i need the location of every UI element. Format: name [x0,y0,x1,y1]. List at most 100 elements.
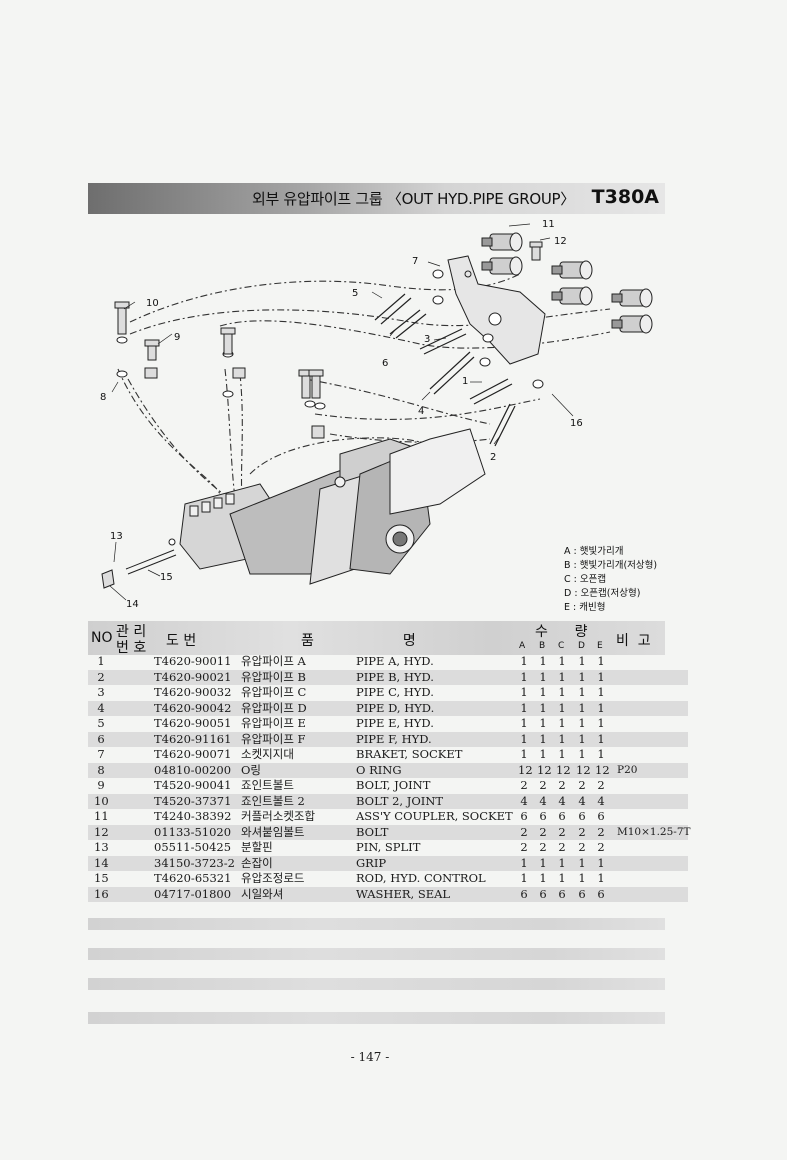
qty-a: 1 [520,700,528,715]
qty-c: 1 [558,700,566,715]
blank-row-stripe [88,918,665,930]
part-name-korean: 커플러소켓조합 [241,809,316,823]
callout-15: 15 [160,572,173,583]
qty-c: 6 [558,809,566,823]
part-name-english: PIPE C, HYD. [356,685,434,699]
part-name-korean: 유압파이프 E [241,716,306,730]
row-no: 3 [97,685,105,699]
part-number: T4620-90071 [154,747,232,761]
qty-b: 1 [539,731,547,746]
exploded-parts-diagram: 11 12 7 5 6 3 1 4 2 16 10 9 8 13 14 15 A… [100,219,657,613]
qty-e: 1 [597,700,605,715]
legend-c: C : 오픈캡 [564,573,606,585]
legend-a: A : 햇빛가리개 [564,545,623,557]
part-name-english: BOLT [356,824,389,839]
row-no: 11 [94,809,109,823]
qty-d: 2 [578,840,586,854]
remark: M10×1.25-7T [617,825,691,838]
legend-b: B : 햇빛가리개(저상형) [564,559,657,571]
callout-6: 6 [382,358,388,369]
row-no: 9 [97,778,105,792]
qty-d: 1 [578,685,586,699]
qty-e: 1 [597,654,605,668]
qty-c: 1 [558,669,566,684]
qty-d: 6 [578,809,586,823]
callout-1: 1 [462,376,468,387]
part-number: T4620-90042 [154,700,232,715]
qty-c: 1 [558,685,566,699]
qty-d: 1 [578,716,586,730]
callout-9: 9 [174,332,180,343]
header-mgmt-top: 관 리 [116,624,147,640]
part-name-english: PIPE A, HYD. [356,654,434,668]
row-no: 7 [97,747,105,761]
qty-e: 1 [597,871,605,885]
part-number: T4620-91161 [154,731,232,746]
part-name-english: ROD, HYD. CONTROL [356,871,486,885]
qty-a: 1 [520,685,528,699]
callout-11: 11 [542,219,555,230]
row-no: 15 [94,871,109,885]
part-name-english: PIPE B, HYD. [356,669,434,684]
row-no: 8 [97,762,105,777]
qty-e: 2 [597,824,605,839]
part-name-english: PIN, SPLIT [356,840,421,854]
part-name-korean: O링 [241,762,262,777]
header-qty-c: C [558,641,565,651]
header-part-no: 도 번 [166,633,197,649]
blank-row-stripe [88,948,665,960]
qty-a: 1 [520,654,528,668]
qty-e: 1 [597,669,605,684]
part-name-korean: 유압파이프 A [241,654,306,668]
callout-8: 8 [100,392,106,403]
callout-7: 7 [412,256,418,267]
qty-c: 4 [558,793,566,808]
part-name-korean: 시일와셔 [241,886,284,901]
callout-10: 10 [146,298,159,309]
qty-b: 6 [539,886,547,901]
qty-c: 2 [558,840,566,854]
header-no: NO [91,630,113,646]
part-number: T4620-90032 [154,685,232,699]
part-name-english: BRAKET, SOCKET [356,747,463,761]
header-qty-a: A [519,641,526,651]
qty-e: 4 [597,793,605,808]
qty-d: 1 [578,731,586,746]
qty-c: 1 [558,731,566,746]
qty-a: 2 [520,824,528,839]
part-name-korean: 유압조정로드 [241,871,305,885]
qty-b: 2 [539,824,547,839]
qty-a: 2 [520,840,528,854]
qty-c: 2 [558,778,566,792]
callout-5: 5 [352,288,358,299]
callout-14: 14 [126,599,139,610]
row-no: 12 [94,824,109,839]
callout-12: 12 [554,236,567,247]
qty-e: 1 [597,855,605,870]
part-name-korean: 와셔붙임볼트 [241,824,305,839]
qty-c: 6 [558,886,566,901]
qty-b: 2 [539,840,547,854]
part-name-english: PIPE D, HYD. [356,700,435,715]
qty-b: 1 [539,700,547,715]
part-name-korean: 유압파이프 F [241,731,306,746]
qty-b: 12 [537,762,552,777]
row-no: 4 [97,700,105,715]
row-no: 2 [97,669,105,684]
part-number: T4520-37371 [154,793,232,808]
qty-e: 6 [597,809,605,823]
part-name-korean: 유압파이프 D [241,700,307,715]
remark: P20 [617,763,638,776]
qty-e: 1 [597,716,605,730]
part-number: 05511-50425 [154,840,232,854]
